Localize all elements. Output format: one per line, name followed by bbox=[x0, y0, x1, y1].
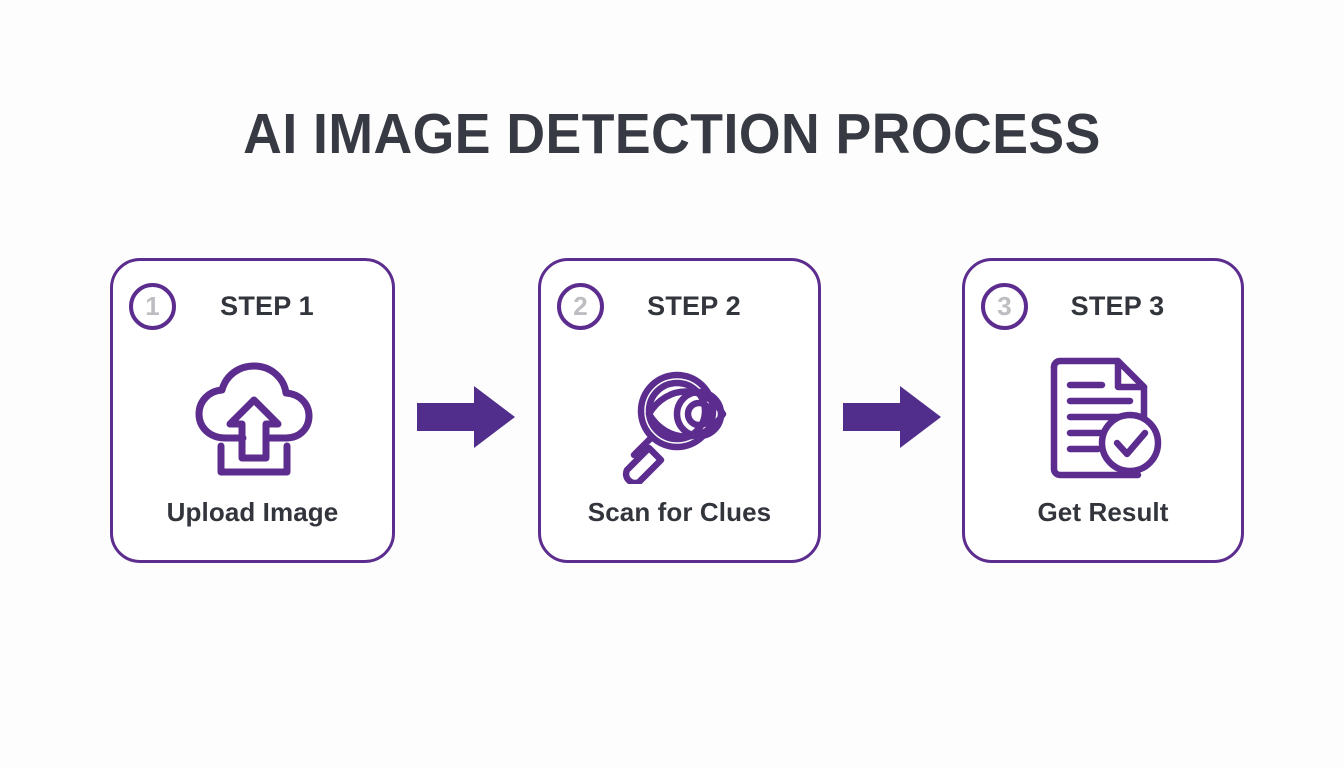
document-check-icon bbox=[1044, 357, 1162, 490]
step-3-label: STEP 3 bbox=[1070, 290, 1165, 321]
arrow-right-icon-2 bbox=[843, 386, 941, 448]
step-1-header: 1 STEP 1 bbox=[129, 281, 376, 331]
step-1-label: STEP 1 bbox=[220, 290, 314, 321]
step-3-icon-area bbox=[965, 356, 1241, 491]
step-3-caption: Get Result bbox=[1037, 497, 1169, 527]
arrow-right-icon-1 bbox=[417, 386, 515, 448]
step-1-number-badge: 1 bbox=[129, 282, 176, 330]
step-2-number-badge: 2 bbox=[557, 282, 604, 330]
magnifier-eye-scan-icon bbox=[609, 358, 751, 489]
step-card-1[interactable]: 1 STEP 1 bbox=[110, 258, 395, 563]
step-1-caption: Upload Image bbox=[166, 497, 339, 527]
cloud-upload-icon bbox=[188, 360, 318, 487]
step-2-label: STEP 2 bbox=[647, 290, 741, 321]
step-2-caption: Scan for Clues bbox=[587, 497, 772, 527]
step-3-number-badge: 3 bbox=[981, 282, 1028, 330]
step-card-2[interactable]: 2 STEP 2 bbox=[538, 258, 821, 563]
step-card-3[interactable]: 3 STEP 3 bbox=[962, 258, 1244, 563]
page-title: AI IMAGE DETECTION PROCESS bbox=[243, 102, 1101, 166]
step-1-icon-area bbox=[113, 356, 392, 491]
process-flow: 1 STEP 1 bbox=[110, 258, 1244, 564]
step-2-icon-area bbox=[541, 356, 818, 491]
step-2-header: 2 STEP 2 bbox=[557, 281, 802, 331]
step-3-header: 3 STEP 3 bbox=[981, 281, 1225, 331]
